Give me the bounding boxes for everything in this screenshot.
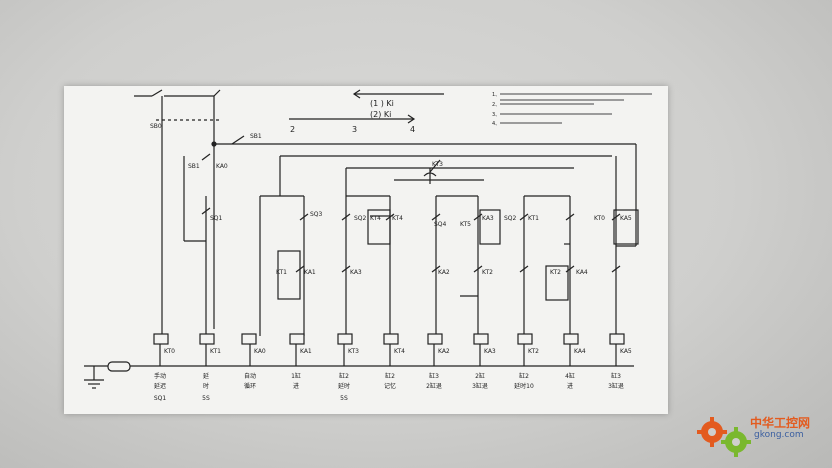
func-line: 缸2 xyxy=(519,372,529,380)
contact-label: KT1 xyxy=(528,215,539,222)
contact-label: KA0 xyxy=(216,163,228,170)
contact-label: SB1 xyxy=(188,163,200,170)
ladder-diagram: (1 ) Ki (2) Ki 2 3 4 1、 2、 3、 4、 SB0 SB1… xyxy=(84,89,652,402)
func-line: 延迟 xyxy=(154,382,166,390)
func-line: 4缸 xyxy=(565,372,575,380)
func-line: 延时10 xyxy=(514,382,534,390)
func-line: 缸3 xyxy=(429,372,439,380)
func-line: 5S xyxy=(340,395,348,402)
func-line: 缸2 xyxy=(385,372,395,380)
contact-label: SQ2 xyxy=(354,215,367,222)
contact-label: KT0 xyxy=(594,215,605,222)
coil-label: KA5 xyxy=(620,348,632,355)
coil-label: KT3 xyxy=(348,348,359,355)
notes-block: 1、 2、 3、 4、 xyxy=(492,92,652,127)
contact-label: SQ4 xyxy=(434,221,447,228)
contact-label: KT2 xyxy=(482,269,493,276)
contact-label: KT4 xyxy=(370,215,381,222)
func-line: 手动 xyxy=(154,372,166,380)
contact-label: SB1 xyxy=(250,133,262,140)
note-item: 1、 xyxy=(492,92,500,98)
coil-label: KA0 xyxy=(254,348,266,355)
contact-label: KT1 xyxy=(276,269,287,276)
contact-label: KA1 xyxy=(304,269,316,276)
func-line: 循环 xyxy=(244,382,256,390)
gkong-watermark: 中华工控网 gkong.com xyxy=(696,408,828,460)
arrow-label-top: (1 ) Ki xyxy=(370,99,394,108)
watermark-url: gkong.com xyxy=(754,430,804,440)
coil-label: KT1 xyxy=(210,348,221,355)
contact-label: KA5 xyxy=(620,215,632,222)
coil-label: KT0 xyxy=(164,348,175,355)
contact-label: SB0 xyxy=(150,123,162,130)
func-line: 延 xyxy=(203,372,209,380)
func-line: 5S xyxy=(202,395,210,402)
contact-label: KA4 xyxy=(576,269,588,276)
schematic-sheet: (1 ) Ki (2) Ki 2 3 4 1、 2、 3、 4、 SB0 SB1… xyxy=(64,86,668,414)
coil-label: KA3 xyxy=(484,348,496,355)
contact-label: SQ2 xyxy=(504,215,517,222)
contact-label: KT3 xyxy=(432,161,443,168)
arrow-label-bottom: (2) Ki xyxy=(370,110,391,119)
node-label: 2 xyxy=(290,125,295,134)
func-line: 2缸 xyxy=(475,372,485,380)
gear-logo-icon xyxy=(697,417,751,457)
contact-label: KA3 xyxy=(482,215,494,222)
func-line: 缸3 xyxy=(611,372,621,380)
node-label: 3 xyxy=(352,125,357,134)
contact-label: SQ1 xyxy=(210,215,223,222)
note-item: 4、 xyxy=(492,121,500,127)
coil-label: KA1 xyxy=(300,348,312,355)
contact-label: KT2 xyxy=(550,269,561,276)
func-line: 2缸退 xyxy=(426,382,442,390)
func-line: 记忆 xyxy=(384,382,396,390)
func-line: 进 xyxy=(293,382,299,390)
coil-label: KA4 xyxy=(574,348,586,355)
func-line: 3缸退 xyxy=(472,382,488,390)
note-item: 3、 xyxy=(492,112,500,118)
func-line: 延时 xyxy=(338,382,350,390)
contact-label: KA2 xyxy=(438,269,450,276)
func-line: 进 xyxy=(567,382,573,390)
func-line: 缸2 xyxy=(339,372,349,380)
func-line: 时 xyxy=(203,382,209,390)
contact-label: KT5 xyxy=(460,221,471,228)
note-item: 2、 xyxy=(492,102,500,108)
node-label: 4 xyxy=(410,125,415,134)
watermark-site-name: 中华工控网 xyxy=(750,416,811,430)
func-line: 3缸退 xyxy=(608,382,624,390)
func-line: SQ1 xyxy=(154,395,167,402)
func-line: 自动 xyxy=(244,372,256,380)
coil-label: KA2 xyxy=(438,348,450,355)
func-line: 1缸 xyxy=(291,372,301,380)
coil-label: KT4 xyxy=(394,348,405,355)
coil-label: KT2 xyxy=(528,348,539,355)
contact-label: SQ3 xyxy=(310,211,323,218)
contact-label: KA3 xyxy=(350,269,362,276)
contact-label: KT4 xyxy=(392,215,403,222)
